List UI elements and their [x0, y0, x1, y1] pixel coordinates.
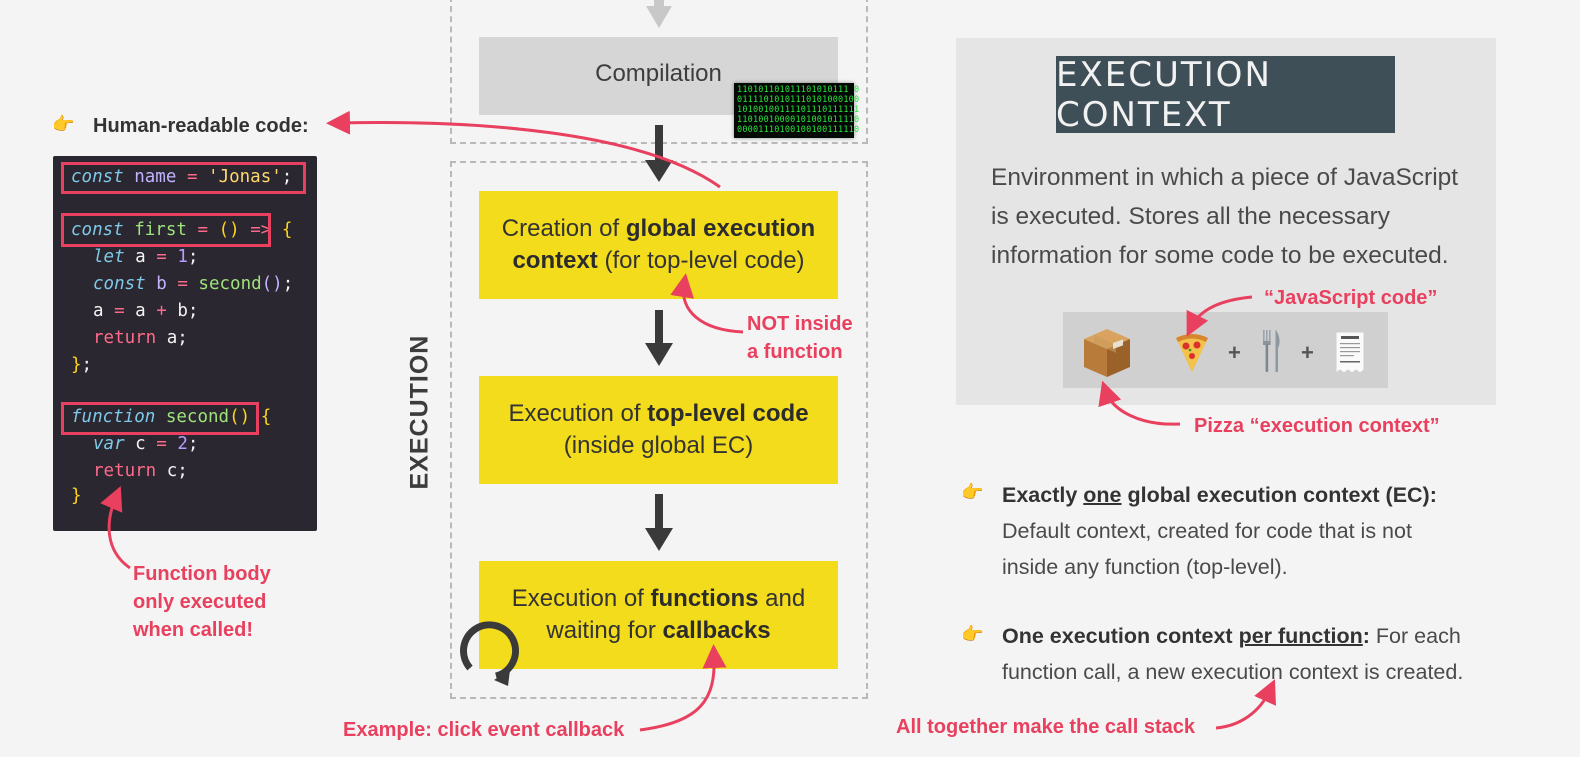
pizza-execution-context-note: Pizza “execution context” — [1194, 415, 1440, 437]
code-line-10: return c; — [93, 461, 188, 481]
pizza-icon — [1176, 334, 1208, 372]
box3-mid: and — [758, 585, 806, 612]
bullet1-bold-post: global execution context (EC): — [1121, 483, 1437, 507]
box3-line2-pre: waiting for — [546, 617, 663, 644]
bullet1-underlined: one — [1083, 483, 1122, 507]
not-inside-function-note: NOT inside a function — [747, 310, 853, 366]
compilation-label: Compilation — [595, 60, 722, 87]
code-line-5: a = a + b; — [93, 301, 199, 321]
code-line-8: function second() { — [71, 407, 272, 427]
bullet1-line-2: Default context, created for code that i… — [1002, 519, 1412, 543]
bullet2-bold-post: : — [1362, 624, 1370, 648]
example-callback-note: Example: click event callback — [343, 719, 625, 741]
bullet2-underlined: per function — [1238, 624, 1363, 648]
code-line-1: const name = 'Jonas'; — [71, 167, 293, 187]
box1-pre: Creation of — [501, 215, 626, 242]
receipt-icon — [1335, 331, 1365, 374]
not-inside-note-line-2: a function — [747, 341, 843, 363]
box1-bold2: context — [512, 247, 598, 274]
arrow-call-stack — [1215, 679, 1276, 730]
highlight-first-declaration — [61, 213, 271, 247]
box3-bold2: callbacks — [662, 617, 771, 644]
bullet2-bold-pre: One execution context — [1002, 624, 1239, 648]
box1-bold1: global execution — [625, 215, 816, 242]
bullet2-text-first: For each — [1369, 624, 1461, 648]
binary-code-image: 110101101011101010111 0 0111101010111010… — [734, 83, 859, 138]
box3-pre: Execution of — [511, 585, 651, 612]
plus-sign-1: + — [1228, 340, 1241, 365]
code-line-2: const first = () => { — [71, 220, 293, 240]
plus-sign-2: + — [1301, 340, 1314, 365]
code-line-9: var c = 2; — [93, 434, 199, 454]
box3-bold1: functions — [650, 585, 759, 612]
code-line-3: let a = 1; — [93, 247, 199, 267]
ec-description-line-2: is executed. Stores all the necessary — [991, 203, 1391, 230]
javascript-code-note: “JavaScript code” — [1264, 287, 1438, 309]
function-body-note-line-2: only executed — [133, 591, 267, 613]
human-readable-label: Human-readable code: — [93, 115, 309, 137]
function-body-note-line-1: Function body — [133, 563, 271, 585]
execution-top-level-box: Execution of top-level code (inside glob… — [479, 376, 838, 484]
cutlery-icon — [1263, 330, 1280, 372]
bullet-per-function-ec: One execution context per function: For … — [1002, 618, 1463, 690]
bullet1-bold-pre: Exactly — [1002, 483, 1084, 507]
ec-description-line-1: Environment in which a piece of JavaScri… — [991, 164, 1459, 191]
call-stack-note: All together make the call stack — [896, 716, 1196, 738]
box-icon — [1084, 329, 1130, 377]
box2-pre: Execution of — [508, 400, 648, 427]
code-panel: const name = 'Jonas'; const first = () =… — [53, 156, 317, 531]
code-line-11: } — [71, 486, 82, 506]
function-body-note-line-3: when called! — [133, 619, 254, 641]
box2-bold: top-level code — [647, 400, 809, 427]
box1-post: (for top-level code) — [597, 247, 805, 274]
bullet1-line-3: inside any function (top-level). — [1002, 555, 1288, 579]
execution-functions-box: Execution of functions and waiting for c… — [479, 561, 838, 669]
bullet-one-global-ec: Exactly one global execution context (EC… — [1002, 477, 1437, 585]
code-line-6: return a; — [93, 328, 188, 348]
not-inside-note-line-1: NOT inside — [747, 313, 853, 335]
execution-label: EXECUTION — [405, 334, 434, 490]
function-body-note: Function body only executed when called! — [133, 560, 271, 644]
ec-description-line-3: information for some code to be executed… — [991, 242, 1449, 269]
execution-context-description: Environment in which a piece of JavaScri… — [991, 158, 1458, 275]
highlight-name-declaration — [61, 162, 306, 194]
pointing-hand-icon: 👉 — [52, 114, 75, 134]
highlight-function-declaration — [61, 402, 259, 435]
bullet1-pointing-hand-icon: 👉 — [961, 482, 984, 502]
code-line-7: }; — [71, 355, 93, 375]
box2-line2: (inside global EC) — [563, 432, 754, 459]
creation-global-ec-box: Creation of global execution context (fo… — [479, 191, 838, 299]
bullet2-pointing-hand-icon: 👉 — [961, 624, 984, 644]
code-line-4: const b = second(); — [93, 274, 294, 294]
bullet2-line-2: function call, a new execution context i… — [1002, 660, 1464, 684]
execution-context-title: EXECUTION CONTEXT — [1056, 54, 1395, 135]
execution-context-title-text: EXECUTION CONTEXT — [1056, 54, 1272, 135]
